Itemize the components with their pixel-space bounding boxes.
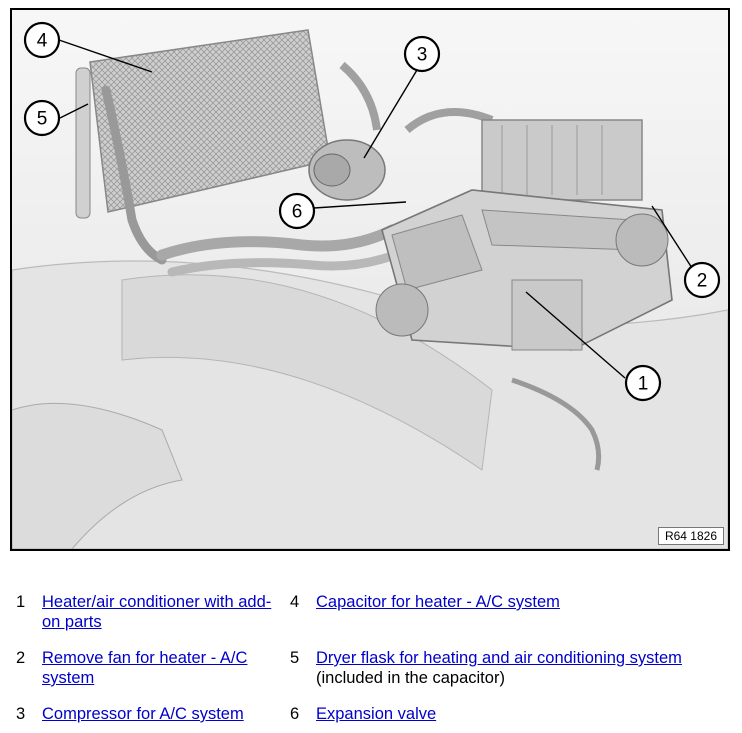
legend-link-capacitor[interactable]: Capacitor for heater - A/C system [316,593,560,611]
leader-3 [363,69,418,159]
legend-number: 6 [290,705,300,723]
leader-4 [58,39,153,73]
blower-right [615,213,669,267]
legend-link-fan[interactable]: Remove fan for heater - A/C system [42,649,248,687]
callout-5: 5 [23,99,61,137]
callout-4: 4 [23,21,61,59]
blower-left [375,283,429,337]
heater-vent-left [391,214,483,291]
dryer-pipe [101,85,167,265]
legend-link-expansion-valve[interactable]: Expansion valve [316,705,437,723]
legend-link-dryer-flask[interactable]: Dryer flask for heating and air conditio… [316,649,682,667]
legend-number: 4 [290,593,300,611]
svg-text:2: 2 [697,271,708,292]
dashboard-panel [121,274,493,471]
svg-text:3: 3 [417,45,428,66]
legend-link-heater[interactable]: Heater/air conditioner with add-on parts [42,593,272,631]
svg-text:5: 5 [37,109,48,130]
legend-item: 3 Compressor for A/C system [16,704,286,724]
component-diagram: 4 5 3 6 2 1 R64 1826 [10,8,730,551]
upper-housing [481,119,643,201]
legend-number: 3 [16,705,26,723]
compressor-line-b [404,108,494,134]
leader-1 [525,291,626,379]
svg-text:1: 1 [638,374,649,395]
refrigerant-line-a [156,224,398,261]
svg-text:6: 6 [292,202,303,223]
callout-1: 1 [624,364,662,402]
legend-item: 2 Remove fan for heater - A/C system [16,648,276,688]
callout-3: 3 [403,35,441,73]
compressor-line [339,61,381,131]
legend-number: 1 [16,593,26,611]
leader-6 [313,201,407,209]
legend-note: (included in the capacitor) [316,669,505,687]
illustration: 4 5 3 6 2 1 [12,10,728,549]
dryer-flask [75,67,91,219]
legend-number: 2 [16,649,26,667]
figure-reference-code: R64 1826 [657,527,724,545]
compressor-pulley [313,153,351,187]
steering-column [12,402,183,549]
svg-text:4: 4 [37,31,48,52]
callout-6: 6 [278,192,316,230]
legend-item: 6 Expansion valve [290,704,730,724]
refrigerant-line-b [167,245,412,277]
leader-5 [59,103,89,119]
legend-link-compressor[interactable]: Compressor for A/C system [42,705,244,723]
legend-item: 5 Dryer flask for heating and air condit… [290,648,730,688]
heater-box [511,279,583,351]
legend-number: 5 [290,649,300,667]
leader-2 [651,205,693,269]
drain-hose [511,377,602,471]
legend-item: 1 Heater/air conditioner with add-on par… [16,592,276,632]
legend-item: 4 Capacitor for heater - A/C system [290,592,730,612]
callout-2: 2 [683,261,721,299]
